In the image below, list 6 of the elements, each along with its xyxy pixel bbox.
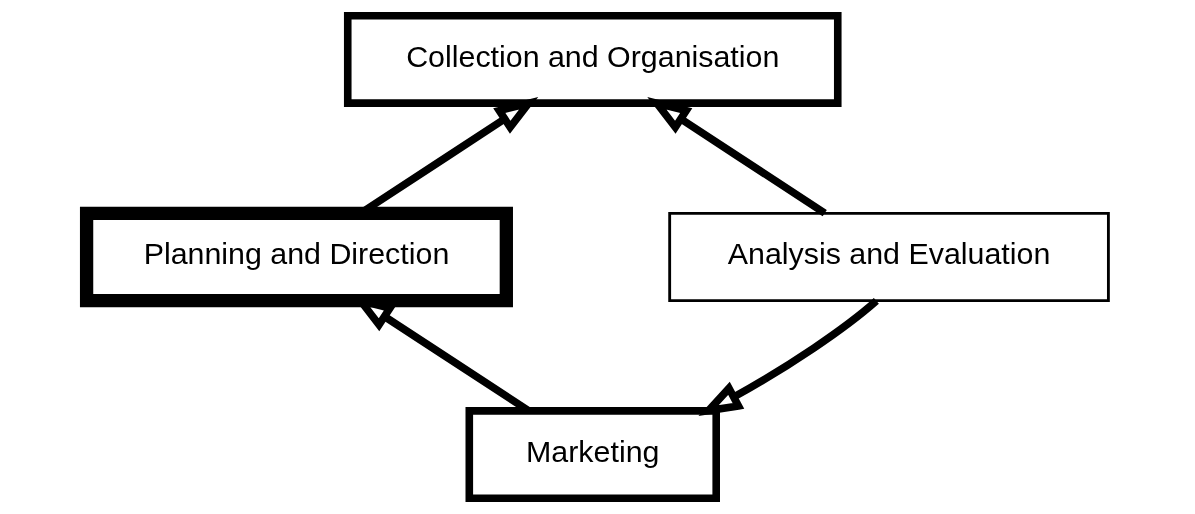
arrow xyxy=(698,297,879,417)
node-box: Planning and Direction xyxy=(79,206,513,308)
node-box: Collection and Organisation xyxy=(343,12,842,107)
node-box: Marketing xyxy=(465,407,720,502)
arrow xyxy=(647,97,827,217)
node-box: Analysis and Evaluation xyxy=(668,211,1110,303)
